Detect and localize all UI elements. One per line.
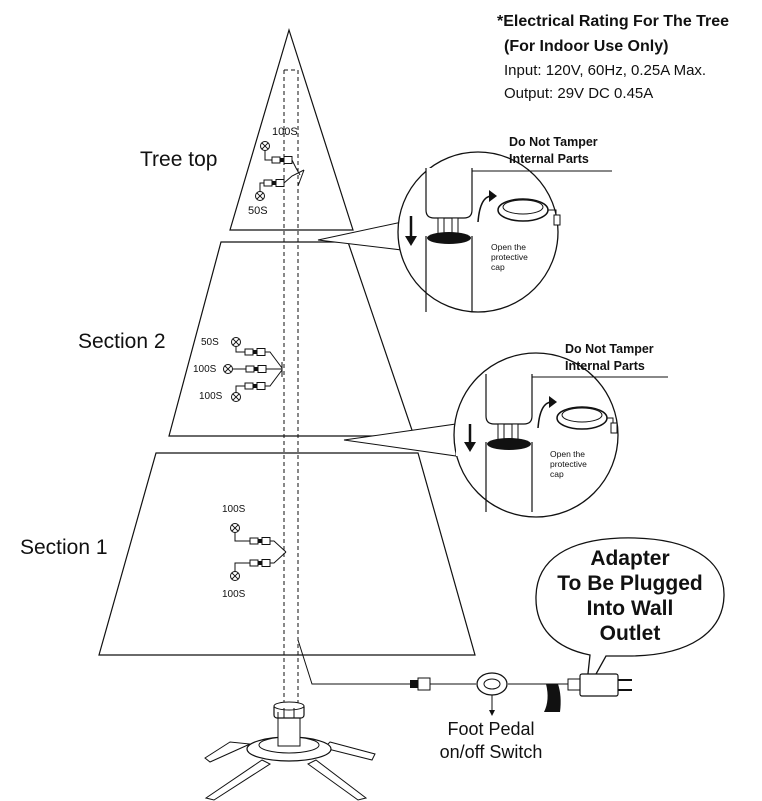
warning-2-line-2: Internal Parts [565, 359, 645, 373]
section-2-wiring [223, 337, 283, 402]
tree-stand [204, 701, 376, 801]
adapter-note-line-2: To Be Plugged [557, 572, 703, 595]
section-1-shape [98, 452, 476, 656]
foot-pedal-switch [476, 672, 508, 716]
rating-output: Output: 29V DC 0.45A [504, 85, 654, 102]
rating-title: *Electrical Rating For The Tree [497, 13, 730, 30]
warning-1-line-2: Internal Parts [509, 152, 589, 166]
wire-label-s2-second: 100S [193, 364, 217, 375]
callout-detail-1 [317, 151, 612, 313]
cap-note-1-line-1: Open the [491, 242, 526, 252]
section-1-wiring [230, 523, 287, 581]
wire-label-top-lower: 50S [248, 205, 268, 217]
wire-label-s2-first: 50S [201, 337, 219, 348]
wire-label-s1-lower: 100S [222, 589, 246, 600]
adapter-note-line-1: Adapter [590, 547, 670, 570]
section-label-section-1: Section 1 [20, 536, 108, 559]
cap-note-2-line-3: cap [550, 469, 564, 479]
wire-label-s2-third: 100S [199, 391, 223, 402]
callout-detail-2 [343, 352, 668, 518]
warning-1-line-1: Do Not Tamper [509, 135, 598, 149]
adapter-note-line-3: Into Wall [586, 597, 674, 620]
wire-label-s1-upper: 100S [222, 504, 246, 515]
wire-label-top-upper: 100S [272, 126, 298, 138]
tree-top-section [229, 27, 354, 231]
adapter-speech-bubble [535, 537, 725, 693]
section-label-section-2: Section 2 [78, 330, 166, 353]
center-pole [283, 69, 299, 705]
adapter-note-line-4: Outlet [599, 622, 661, 645]
foot-pedal-label-line-2: on/off Switch [439, 742, 543, 762]
warning-2-line-1: Do Not Tamper [565, 342, 654, 356]
section-label-tree-top: Tree top [140, 148, 218, 171]
rating-subtitle: (For Indoor Use Only) [504, 38, 669, 55]
rating-input: Input: 120V, 60Hz, 0.25A Max. [504, 62, 707, 79]
cap-note-1-line-3: cap [491, 262, 505, 272]
cap-note-2-line-1: Open the [550, 449, 585, 459]
tree-top-wiring [255, 141, 305, 201]
cap-note-1-line-2: protective [491, 252, 528, 262]
power-adapter-plug [544, 673, 632, 712]
foot-pedal-label-line-1: Foot Pedal [447, 719, 535, 739]
cap-note-2-line-2: protective [550, 459, 587, 469]
